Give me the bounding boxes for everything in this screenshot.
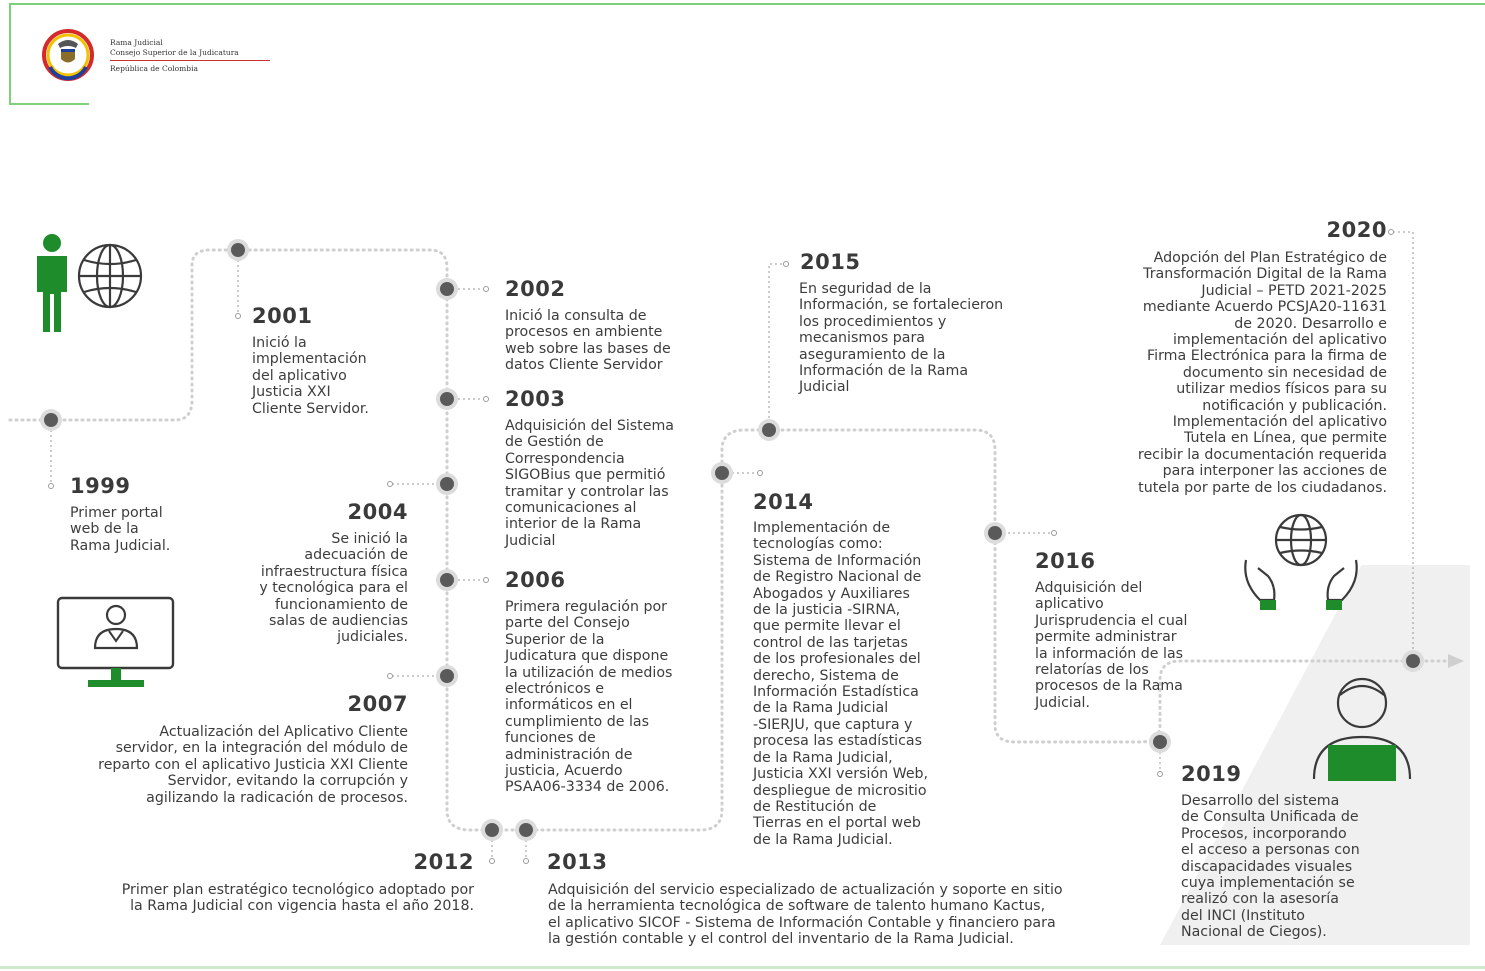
year-1999: 1999 xyxy=(70,474,131,498)
year-2003: 2003 xyxy=(505,387,566,411)
arrow-head-icon xyxy=(1448,654,1464,668)
coat-of-arms-icon xyxy=(42,29,94,81)
hands-globe-icon xyxy=(1244,513,1358,610)
event-2007-text: Actualización del Aplicativo Cliente ser… xyxy=(98,724,408,806)
year-2002: 2002 xyxy=(505,277,566,301)
timeline-nodes xyxy=(40,239,1424,841)
year-2001: 2001 xyxy=(252,304,313,328)
event-2014-text: Implementación de tecnologías como: Sist… xyxy=(753,520,929,848)
frame-top-line xyxy=(9,3,1485,5)
logo-line-2: Consejo Superior de la Judicatura xyxy=(110,48,239,57)
event-2001-text: Inició la implementación del aplicativo … xyxy=(252,335,369,417)
event-2002-text: Inició la consulta de procesos en ambien… xyxy=(505,308,671,374)
frame-left-line xyxy=(9,3,11,103)
year-2006: 2006 xyxy=(505,568,566,592)
event-2004-text: Se inició la adecuación de infraestructu… xyxy=(259,531,408,646)
event-2013-text: Adquisición del servicio especializado d… xyxy=(548,882,1063,948)
event-1999-text: Primer portal web de la Rama Judicial. xyxy=(70,505,171,554)
logo-line-1: Rama Judicial xyxy=(110,38,163,47)
logo-line-3: República de Colombia xyxy=(110,64,198,73)
year-2020: 2020 xyxy=(1326,218,1387,242)
year-2014: 2014 xyxy=(753,490,814,514)
year-2015: 2015 xyxy=(800,250,861,274)
year-2012: 2012 xyxy=(413,850,474,874)
frame-corner-line xyxy=(9,103,89,105)
event-2015-text: En seguridad de la Información, se forta… xyxy=(799,281,1004,396)
person-globe-icon xyxy=(37,234,143,332)
year-2013: 2013 xyxy=(547,850,608,874)
year-2004: 2004 xyxy=(347,500,408,524)
frame-bottom-line xyxy=(0,966,1485,969)
person-laptop-icon xyxy=(1312,677,1412,781)
year-2007: 2007 xyxy=(347,692,408,716)
event-2003-text: Adquisición del Sistema de Gestión de Co… xyxy=(505,418,674,549)
year-2016: 2016 xyxy=(1035,549,1096,573)
year-2019: 2019 xyxy=(1181,762,1242,786)
rama-judicial-logo: Rama Judicial Consejo Superior de la Jud… xyxy=(34,28,294,88)
monitor-user-icon xyxy=(56,596,175,687)
event-2019-text: Desarrollo del sistema de Consulta Unifi… xyxy=(1181,793,1360,941)
event-2020-text: Adopción del Plan Estratégico de Transfo… xyxy=(1137,250,1387,496)
event-2016-text: Adquisición del aplicativo Jurisprudenci… xyxy=(1035,580,1188,711)
event-2006-text: Primera regulación por parte del Consejo… xyxy=(505,599,673,796)
event-2012-text: Primer plan estratégico tecnológico adop… xyxy=(121,882,474,915)
logo-text: Rama Judicial Consejo Superior de la Jud… xyxy=(110,38,270,74)
